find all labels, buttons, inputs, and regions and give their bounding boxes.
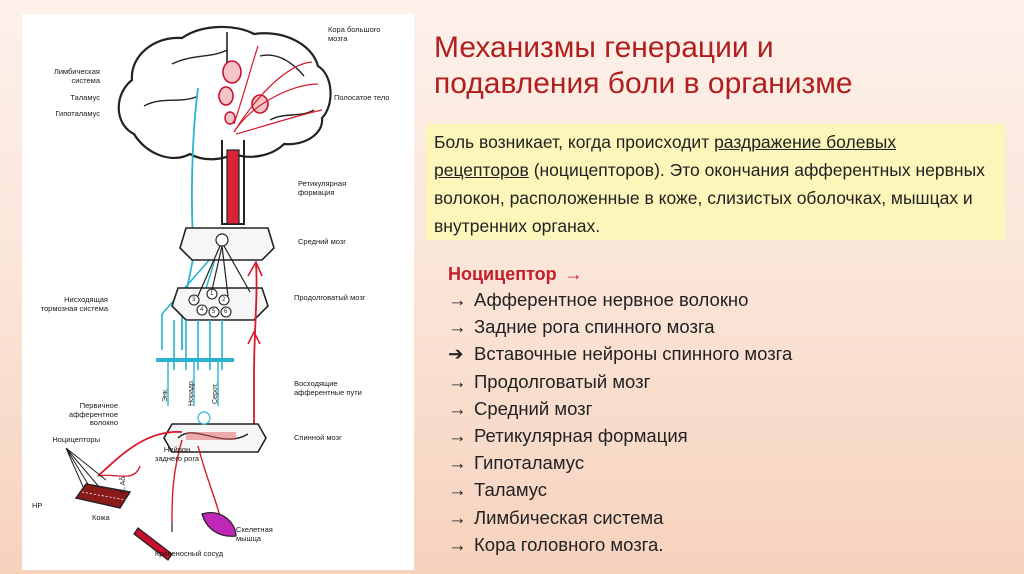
- node-2: 2: [222, 297, 226, 303]
- label-skin: Кожа: [92, 513, 110, 522]
- list-item-text: Ретикулярная формация: [474, 425, 688, 447]
- label-medulla: Продолговатый мозг: [294, 293, 366, 302]
- list-item-text: Афферентное нервное волокно: [474, 289, 749, 310]
- list-item: → Продолговатый мозг: [448, 368, 792, 395]
- chain-head-label: Ноцицептор: [448, 264, 557, 284]
- list-item-text: Продолговатый мозг: [474, 370, 651, 392]
- arrow-icon: →: [448, 289, 467, 310]
- label-spinal: Спинной мозг: [294, 433, 342, 442]
- slide-title: Механизмы генерации и подавления боли в …: [434, 30, 1004, 102]
- arrow-icon: →: [448, 506, 467, 528]
- label-midbrain: Средний мозг: [298, 237, 346, 246]
- info-link[interactable]: раздражение болевых рецепторов: [434, 132, 897, 180]
- node-4: 4: [200, 307, 204, 313]
- label-serot: Серот.: [212, 383, 219, 404]
- arrow-icon: →: [564, 264, 583, 284]
- info-text-2: (ноцицепторов). Это окончания афферентны…: [434, 160, 985, 236]
- arrow-icon: →: [448, 479, 467, 501]
- medulla-shape: [171, 287, 269, 321]
- node-5: 5: [212, 309, 216, 315]
- list-item-text: Вставочные нейроны спинного мозга: [474, 343, 793, 365]
- list-item: → Гипоталамус: [448, 449, 792, 476]
- arrow-icon: →: [448, 533, 467, 555]
- label-cortex: Кора большого мозга: [328, 25, 381, 43]
- pain-pathway-list: Ноцицептор → → Афферентное нервное волокно…: [448, 262, 792, 558]
- label-enk: Энк.: [162, 388, 169, 402]
- arrow-icon: →: [448, 397, 467, 419]
- list-item-text: Гипоталамус: [474, 452, 585, 474]
- list-item-text: Средний мозг: [474, 397, 593, 419]
- label-primary-afferent: Первичное афферентное волокно: [68, 401, 118, 427]
- list-item: → Афферентное нервное волокно: [448, 286, 792, 313]
- label-hypothalamus: Гипоталамус: [55, 109, 100, 118]
- label-striatum: Полосатое тело: [334, 93, 390, 102]
- arrow-icon: →: [448, 425, 467, 447]
- node-1: 1: [210, 291, 214, 297]
- arrow-icon: →: [448, 316, 467, 338]
- list-item: → Средний мозг: [448, 395, 792, 422]
- list-item: → Задние рога спинного мозга: [448, 313, 792, 340]
- node-3: 3: [192, 297, 196, 303]
- label-muscle: Скелетная мышца: [236, 525, 273, 543]
- arrow-icon: ➔: [448, 343, 464, 365]
- label-dorsal-horn-neuron: Нейрон заднего рога: [154, 445, 200, 463]
- list-item: → Таламус: [448, 476, 792, 503]
- node-6: 6: [224, 309, 228, 315]
- neuroanatomy-diagram: Кора большого мозга Полосатое тело Лимби…: [22, 14, 414, 570]
- arrow-icon: →: [448, 452, 467, 474]
- label-ascending: Восходящие афферентные пути: [294, 379, 362, 397]
- list-item-text: Лимбическая система: [474, 506, 664, 528]
- brain-outline: [117, 25, 332, 161]
- label-fibers: C, Aδ: [120, 476, 127, 494]
- label-norad: Норадр.: [188, 379, 195, 406]
- list-item: → Лимбическая система: [448, 504, 792, 531]
- info-box: Боль возникает, когда происходит раздраж…: [426, 124, 1005, 240]
- blood-vessel-shape: [133, 527, 173, 561]
- label-reticular: Ретикулярная формация: [298, 179, 347, 197]
- label-descending: Нисходящая тормозная система: [40, 295, 108, 313]
- chain-head: Ноцицептор →: [448, 262, 792, 286]
- diagram-drawing: [65, 25, 332, 561]
- list-item: → Кора головного мозга.: [448, 531, 792, 558]
- list-item-text: Кора головного мозга.: [474, 533, 664, 555]
- title-line-2: подавления боли в организме: [434, 67, 853, 100]
- list-item: ➔ Вставочные нейроны спинного мозга: [448, 340, 792, 367]
- label-vessel: Кровеносный сосуд: [154, 549, 224, 558]
- muscle-shape: [201, 512, 237, 537]
- list-item: → Ретикулярная формация: [448, 422, 792, 449]
- list-item-text: Таламус: [474, 479, 548, 501]
- label-hp: НР: [32, 501, 43, 510]
- info-text-1: Боль возникает, когда происходит: [434, 132, 715, 152]
- arrow-icon: →: [448, 370, 467, 392]
- list-item-text: Задние рога спинного мозга: [474, 316, 715, 338]
- label-limbic: Лимбическая система: [53, 67, 100, 85]
- title-line-1: Механизмы генерации и: [434, 31, 774, 64]
- label-nociceptors: Ноцицепторы: [52, 435, 100, 444]
- label-thalamus: Таламус: [70, 93, 100, 102]
